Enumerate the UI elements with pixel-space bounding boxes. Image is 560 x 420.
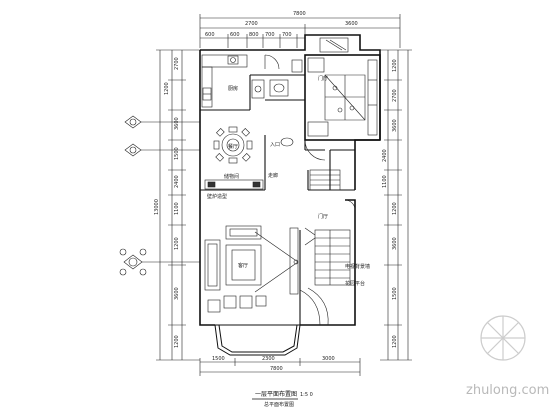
right-dim-8: 1500 — [392, 287, 398, 300]
top-seg-dim-2: 3600 — [345, 21, 358, 27]
top-total-dim: 7800 — [293, 11, 306, 17]
bottom-total-dim: 7800 — [270, 366, 283, 372]
top-dimensions — [199, 14, 401, 48]
right-dim-9: 1200 — [392, 335, 398, 348]
bottom-seg-dim-2: 2300 — [262, 356, 275, 362]
left-dim-5: 2400 — [174, 175, 180, 188]
exterior-walls — [199, 34, 381, 326]
top-sub-dim-4: 700 — [265, 32, 275, 38]
living-room-furniture — [204, 225, 299, 313]
left-dim-3: 3600 — [174, 117, 180, 130]
label-entry: 入口 — [270, 142, 280, 148]
top-seg-dim-1: 2700 — [245, 21, 258, 27]
interior-walls — [200, 74, 355, 325]
drawing-scale: 1:5 0 — [300, 392, 313, 398]
left-dim-6: 1100 — [174, 202, 180, 215]
kitchen-fixtures — [201, 54, 303, 108]
right-dim-2: 2700 — [392, 89, 398, 102]
left-dim-4: 1500 — [174, 147, 180, 160]
right-dim-1: 1200 — [392, 59, 398, 72]
right-dim-7: 3600 — [392, 237, 398, 250]
room-label-living: 客厅 — [238, 262, 248, 269]
axis-markers — [119, 115, 200, 276]
right-dim-4: 2400 — [382, 149, 388, 162]
watermark-text: zhulong.com — [466, 383, 549, 398]
stair-tower — [304, 37, 378, 161]
label-hall: 门厅 — [318, 213, 328, 220]
room-label-dining: 餐厅 — [228, 143, 238, 150]
label-corridor: 走廊 — [268, 172, 278, 179]
top-sub-dim-5: 700 — [282, 32, 292, 38]
hall-steps — [309, 169, 356, 211]
right-dim-6: 1200 — [392, 202, 398, 215]
top-sub-dim-1: 600 — [205, 32, 215, 38]
label-stair-hall: 门厅 — [318, 75, 328, 82]
drawing-subtitle: 总平面布置图 — [264, 401, 294, 408]
left-dim-1: 2700 — [174, 57, 180, 70]
watermark-logo — [480, 315, 526, 361]
main-stair — [299, 227, 351, 326]
left-dim-2: 1200 — [164, 82, 170, 95]
bottom-seg-dim-1: 1500 — [212, 356, 225, 362]
label-tv-wall: 电视背景墙 — [345, 263, 370, 270]
drawing-title: 一层平面布置图 — [255, 390, 297, 398]
left-dim-8: 3600 — [174, 287, 180, 300]
label-sideboard: 储物间 — [224, 173, 239, 180]
left-dim-7: 1200 — [174, 237, 180, 250]
right-dim-5: 1100 — [382, 175, 388, 188]
right-dimensions — [380, 49, 412, 361]
bottom-seg-dim-3: 3000 — [322, 356, 335, 362]
label-fireplace: 壁炉造型 — [207, 193, 227, 200]
top-sub-dim-3: 800 — [249, 32, 259, 38]
left-dim-total: 13000 — [154, 199, 160, 215]
label-garden: 花园平台 — [345, 280, 365, 287]
left-dim-9: 1200 — [174, 335, 180, 348]
bay-window — [214, 324, 301, 356]
right-dim-3: 3600 — [392, 119, 398, 132]
left-dimensions — [156, 49, 200, 361]
top-sub-dim-2: 600 — [230, 32, 240, 38]
bottom-dimensions — [199, 358, 361, 376]
dining-set — [204, 126, 294, 190]
room-label-kitchen: 厨房 — [228, 85, 238, 92]
